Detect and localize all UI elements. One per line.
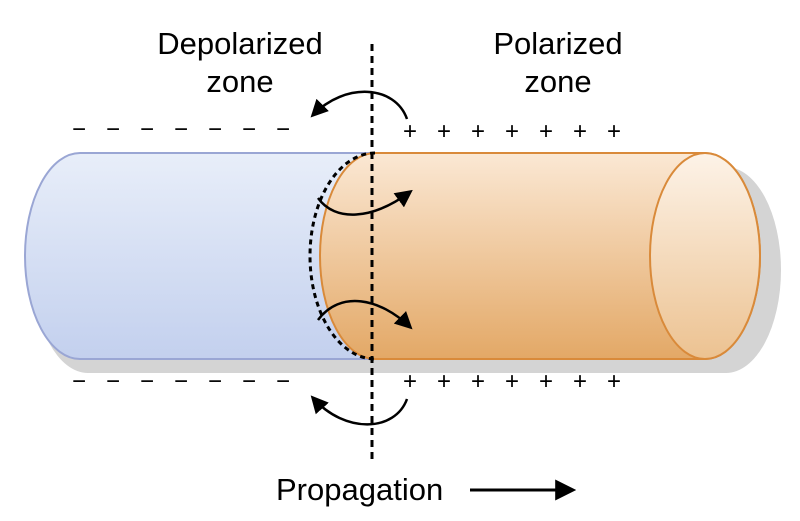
positive-charge-top: + [437,118,452,145]
depolarized-label-line1: Depolarized [157,26,323,61]
top-outer-current-arrow [310,90,409,120]
depolarized-segment [24,152,376,360]
negative-charge-bottom: − [140,368,155,395]
negative-charge-bottom: − [276,368,291,395]
positive-charge-top: + [403,118,418,145]
negative-charge-top: − [242,116,257,143]
positive-charge-bottom: + [539,368,554,395]
depolarized-label-line2: zone [206,64,274,99]
positive-charge-top: + [607,118,622,145]
negative-charge-top: − [106,116,121,143]
positive-charge-bottom: + [505,368,520,395]
positive-charge-top: + [539,118,554,145]
polarized-label-line2: zone [524,64,592,99]
negative-charge-bottom: − [242,368,257,395]
polarized-label-line1: Polarized [493,26,623,61]
negative-charge-top: − [174,116,189,143]
negative-charge-bottom: − [72,368,87,395]
lower-inner-current-arrow [316,299,413,330]
negative-charge-top: − [140,116,155,143]
negative-charge-bottom: − [174,368,189,395]
polarized-zone-label: Polarized zone [438,25,678,101]
upper-inner-current-arrow [316,189,413,216]
positive-charge-top: + [471,118,486,145]
negative-charge-bottom: − [208,368,223,395]
wavefront-boundary [308,151,376,361]
positive-charge-bottom: + [437,368,452,395]
positive-charge-top: + [505,118,520,145]
negative-charge-top: − [72,116,87,143]
bottom-outer-current-arrow [310,395,409,426]
cylinder-end-cap [649,152,761,360]
negative-charge-top: − [208,116,223,143]
positive-charge-bottom: + [573,368,588,395]
positive-charge-bottom: + [607,368,622,395]
positive-charge-top: + [573,118,588,145]
positive-charge-bottom: + [403,368,418,395]
negative-charge-bottom: − [106,368,121,395]
propagation-label: Propagation [276,472,444,507]
depolarized-zone-label: Depolarized zone [120,25,360,101]
negative-charge-top: − [276,116,291,143]
positive-charge-bottom: + [471,368,486,395]
